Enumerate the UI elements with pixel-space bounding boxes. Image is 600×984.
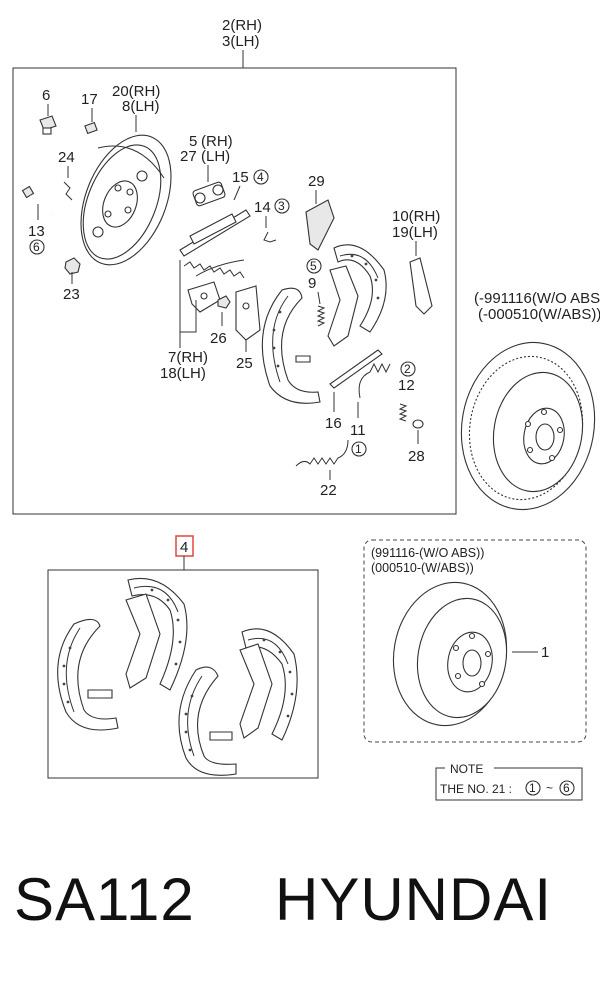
callout-19-lh: 19(LH) [392,224,438,241]
adjuster-assembly [179,209,251,279]
brake-drum-abs [460,341,596,511]
note-tilde: ~ [546,781,553,795]
shoe-kit-frame [47,569,319,779]
note-range-start: 1 [529,781,536,795]
callout-17: 17 [81,91,98,108]
callout-27: 27 [180,148,197,165]
callout-3-lh: 3(LH) [222,33,260,50]
part-23-nut [64,257,81,275]
callout-9: 9 [308,275,316,292]
part-13-bolt [21,185,53,215]
brake-drum-plain [392,581,508,727]
assembly-frame [12,67,457,515]
callout-14-ref: 3 [278,199,285,213]
backing-plate [80,134,172,266]
callout-8-lh: 8(LH) [122,98,160,115]
drum1-note-b: (-000510(W/ABS)) [478,306,600,323]
callout-10-rh: 10(RH) [392,208,440,225]
callout-23: 23 [63,286,80,303]
part-26-washer [217,295,231,309]
part-22-spring [295,439,349,467]
parking-lever [187,281,221,313]
part-10-strut [409,257,433,315]
note-text: THE NO. 21 : [440,782,512,796]
brake-shoe-front [261,287,321,404]
callout-5-ref: 5 [310,259,317,273]
callout-16: 16 [325,415,342,432]
part-28-cap [412,419,424,429]
note-range-end: 6 [563,781,570,795]
callout-20-rh: 20(RH) [112,83,160,100]
kit-shoe-3 [178,666,237,776]
callout-13-ref: 6 [33,240,40,254]
drum-variant-frame [363,539,587,743]
brake-shoe-rear [327,244,387,347]
callout-7-rh: 7(RH) [168,349,208,366]
callout-2-ref: 2 [404,362,411,376]
callout-15-ref: 4 [257,170,264,184]
callout-24: 24 [58,149,75,166]
part-17-clip [84,121,98,135]
brand-name: HYUNDAI [275,866,553,933]
part-14-pin [263,231,277,243]
part-16-bar [329,349,383,389]
kit-shoe-2 [125,577,188,691]
part-24-spring-clip [63,181,73,201]
bleeder-screw [39,115,57,135]
note-box: NOTE THE NO. 21 : 1 ~ 6 [435,762,583,801]
callout-5-rh: (RH) [201,133,233,150]
drum1-note-a: (-991116(W/O ABS) [474,290,600,307]
part-29-lever [305,199,335,251]
part-12-spring [398,403,408,422]
callout-2-rh: 2(RH) [222,17,262,34]
callout-27-lh: (LH) [201,148,230,165]
callout-5: 5 [189,133,197,150]
part-25-plate [235,285,261,341]
kit-shoe-1 [57,618,119,731]
callout-13: 13 [28,223,45,240]
callout-25: 25 [236,355,253,372]
callout-1-drum2: 1 [541,644,549,661]
callout-15: 15 [232,169,249,186]
callout-26: 26 [210,330,227,347]
callout-28: 28 [408,448,425,465]
kit-label: 4 [180,539,188,556]
callout-6: 6 [42,87,50,104]
drum2-note-a: (991116-(W/O ABS)) [371,546,484,560]
callout-22: 22 [320,482,337,499]
callout-11: 11 [350,422,366,439]
note-title: NOTE [450,762,483,776]
part-11-spring [358,362,391,399]
part-code: SA112 [14,866,195,933]
callout-11-ref: 1 [355,442,362,456]
callout-12: 12 [398,377,415,394]
part-9-spring [316,305,326,327]
wheel-cylinder [192,181,226,207]
drum2-note-b: (000510-(W/ABS)) [371,561,474,575]
footer-caption: SA112 HYUNDAI [0,855,600,955]
callout-18-lh: 18(LH) [160,365,206,382]
kit-shoe-4 [239,628,298,741]
callout-29: 29 [308,173,325,190]
callout-14: 14 [254,199,271,216]
